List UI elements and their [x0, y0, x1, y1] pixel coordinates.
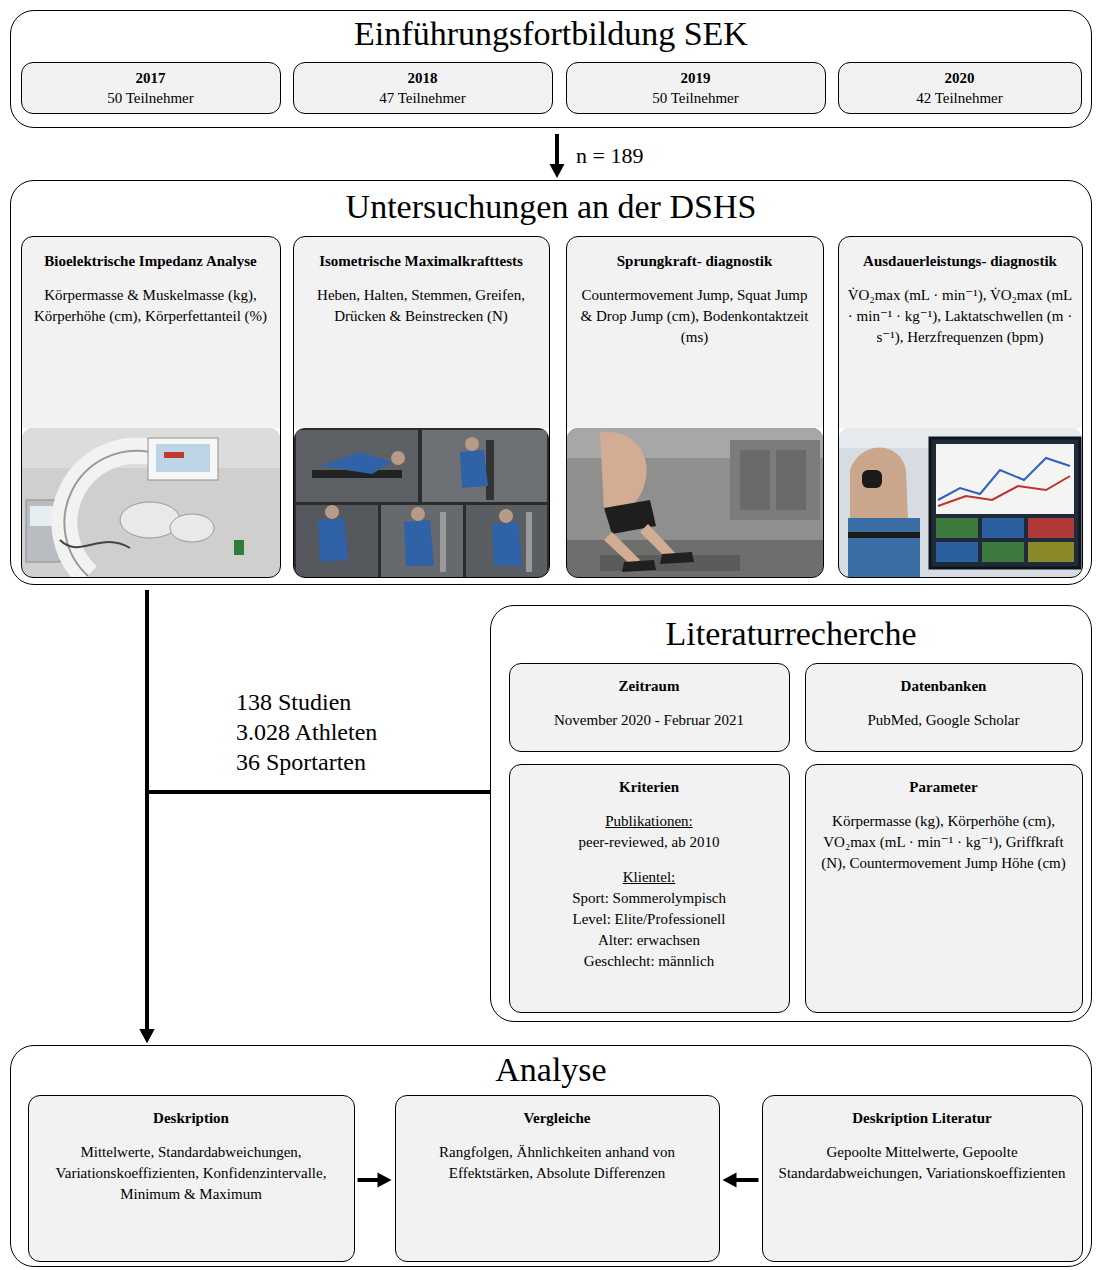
box-text: 50 Teilnehmer	[575, 88, 817, 109]
box-text: 47 Teilnehmer	[302, 88, 544, 109]
box-text: Geschlecht: männlich	[518, 951, 781, 972]
box-heading: 2019	[575, 68, 817, 88]
box-text: November 2020 - Februar 2021	[518, 710, 781, 731]
connector-line	[358, 1178, 379, 1182]
box-text: 50 Teilnehmer	[30, 88, 272, 109]
process-box: Sprungkraft- diagnostikCountermovement J…	[566, 236, 824, 578]
arrow-head	[140, 1029, 155, 1043]
process-box: 201847 Teilnehmer	[293, 62, 553, 114]
box-heading: Isometrische Maximalkrafttests	[302, 251, 541, 271]
process-box: 202042 Teilnehmer	[838, 62, 1082, 114]
connector-arrow	[723, 1173, 759, 1188]
connector-line	[147, 792, 490, 1030]
connector-arrow	[550, 134, 565, 178]
process-box: Bioelektrische Impedanz AnalyseKörpermas…	[21, 236, 281, 578]
arrow-head	[378, 1173, 392, 1188]
arrow-head	[140, 1029, 155, 1043]
group-panel: AnalyseDeskriptionMittelwerte, Standarda…	[10, 1045, 1092, 1267]
box-text: Mittelwerte, Standardabweichungen, Varia…	[37, 1142, 346, 1205]
process-box: 201750 Teilnehmer	[21, 62, 281, 114]
process-box: ParameterKörpermasse (kg), Körperhöhe (c…	[805, 764, 1083, 1013]
process-box: VergleicheRangfolgen, Ähnlichkeiten anha…	[395, 1095, 720, 1262]
panel-title: Literaturrecherche	[491, 614, 1091, 654]
box-text: PubMed, Google Scholar	[814, 710, 1074, 731]
arrow-head	[723, 1173, 737, 1188]
box-text: Countermovement Jump, Squat Jump & Drop …	[575, 285, 815, 348]
process-box: 201950 Teilnehmer	[566, 62, 826, 114]
box-heading: Zeitraum	[518, 676, 781, 696]
group-panel: LiteraturrechercheZeitraumNovember 2020 …	[490, 605, 1092, 1022]
box-heading: Parameter	[814, 777, 1074, 797]
process-box: DeskriptionMittelwerte, Standardabweichu…	[28, 1095, 355, 1262]
edge-label: 138 Studien 3.028 Athleten 36 Sportarten	[233, 686, 404, 778]
panel-title: Untersuchungen an der DSHS	[11, 187, 1091, 227]
box-text: Körpermasse (kg), Körperhöhe (cm), VO₂ma…	[814, 811, 1074, 874]
box-heading: Kriterien	[518, 777, 781, 797]
arrow-head	[550, 164, 565, 178]
group-panel: Einführungsfortbildung SEK201750 Teilneh…	[10, 10, 1092, 128]
connector-line	[736, 1178, 759, 1182]
box-heading: Vergleiche	[404, 1108, 711, 1128]
box-text: V̇O₂max (mL · min⁻¹), V̇O₂max (mL · min⁻…	[847, 285, 1074, 348]
box-text: Sport: Sommerolympisch	[518, 888, 781, 909]
box-text: Level: Elite/Professionell	[518, 909, 781, 930]
edge-label: n = 189	[573, 141, 646, 171]
box-heading: Sprungkraft- diagnostik	[575, 251, 815, 271]
box-heading: 2018	[302, 68, 544, 88]
box-text: Heben, Halten, Stemmen, Greifen, Drücken…	[302, 285, 541, 327]
box-text: Körpermasse & Muskelmasse (kg), Körperhö…	[30, 285, 272, 327]
box-text: 42 Teilnehmer	[847, 88, 1073, 109]
box-text: Publikationen:	[518, 811, 781, 832]
box-text: Rangfolgen, Ähnlichkeiten anhand von Eff…	[404, 1142, 711, 1184]
process-box: Isometrische MaximalkrafttestsHeben, Hal…	[293, 236, 550, 578]
box-heading: 2020	[847, 68, 1073, 88]
box-heading: Deskription	[37, 1108, 346, 1128]
box-heading: Deskription Literatur	[771, 1108, 1074, 1128]
connector-arrow	[140, 792, 491, 1043]
box-text: Klientel:	[518, 867, 781, 888]
panel-title: Einführungsfortbildung SEK	[11, 14, 1091, 54]
panel-title: Analyse	[11, 1050, 1091, 1090]
process-box: Deskription LiteraturGepoolte Mittelwert…	[762, 1095, 1083, 1262]
group-panel: Untersuchungen an der DSHS Bioelektrische…	[10, 180, 1092, 585]
box-heading: Datenbanken	[814, 676, 1074, 696]
process-box: DatenbankenPubMed, Google Scholar	[805, 663, 1083, 752]
process-box: Ausdauerleistungs- diagnostikV̇O₂max (mL…	[838, 236, 1083, 578]
process-box: ZeitraumNovember 2020 - Februar 2021	[509, 663, 790, 752]
process-box: KriterienPublikationen:peer-reviewed, ab…	[509, 764, 790, 1013]
box-heading: Bioelektrische Impedanz Analyse	[30, 251, 272, 271]
box-text: Gepoolte Mittelwerte, Gepoolte Standarda…	[771, 1142, 1074, 1184]
box-text: Alter: erwachsen	[518, 930, 781, 951]
box-heading: 2017	[30, 68, 272, 88]
connector-line	[555, 134, 559, 165]
connector-arrow	[358, 1173, 392, 1188]
box-text: peer-reviewed, ab 2010	[518, 832, 781, 853]
box-heading: Ausdauerleistungs- diagnostik	[847, 251, 1074, 271]
